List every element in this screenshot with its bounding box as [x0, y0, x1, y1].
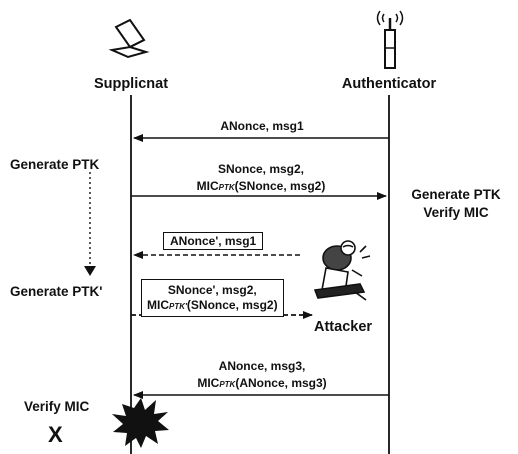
mic-key-subscript: PTK	[218, 183, 235, 192]
generate-ptk-right: Generate PTK	[411, 187, 501, 202]
forged-msg1-label: ANonce', msg1	[163, 232, 264, 250]
verify-mic-left: Verify MIC	[24, 399, 90, 414]
msg3-mic-args: (ANonce, msg3)	[235, 376, 327, 390]
explosion-icon	[112, 398, 169, 448]
generate-ptk-left: Generate PTK	[10, 157, 100, 172]
mic-text: MIC	[196, 179, 219, 193]
forged-mic-args: (SNonce, msg2)	[186, 298, 278, 312]
fail-x-mark: X	[48, 422, 63, 447]
msg3-label-line2: MICPTK(ANonce, msg3)	[197, 377, 326, 389]
forged-msg2-line1: SNonce', msg2,	[167, 283, 257, 297]
msg2-label-line1: SNonce, msg2,	[217, 162, 305, 176]
forged-mic-key-subscript: PTK'	[169, 302, 187, 311]
verify-mic-right: Verify MIC	[423, 205, 489, 220]
attacker-label: Attacker	[314, 319, 373, 335]
forged-msg2-line2: MICPTK'(SNonce, msg2)	[147, 298, 278, 313]
forged-msg2-label: SNonce', msg2, MICPTK'(SNonce, msg2)	[141, 279, 284, 317]
msg3-mic-key-subscript: PTK	[219, 380, 236, 389]
generate-ptk-prime: Generate PTK'	[10, 284, 103, 299]
msg3-mic-text: MIC	[197, 376, 220, 390]
mic-args: (SNonce, msg2)	[234, 179, 326, 193]
msg3-label-line1: ANonce, msg3,	[218, 359, 306, 373]
forged-mic-text: MIC	[147, 298, 169, 312]
access-point-icon	[376, 10, 404, 69]
authenticator-label: Authenticator	[341, 76, 437, 92]
attacker-icon	[313, 240, 371, 301]
supplicant-label: Supplicnat	[93, 76, 169, 92]
msg1-label: ANonce, msg1	[220, 119, 304, 133]
laptop-icon	[108, 18, 150, 59]
arrow-ptk-regenerate-head	[84, 266, 96, 276]
msg2-label-line2: MICPTK(SNonce, msg2)	[197, 180, 326, 192]
